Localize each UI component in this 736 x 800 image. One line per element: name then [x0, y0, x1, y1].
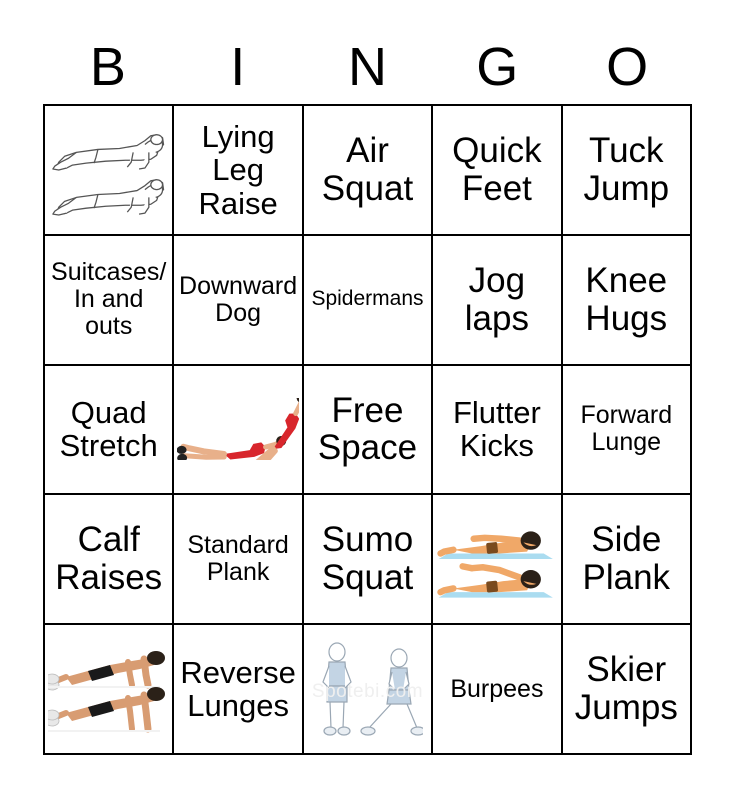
- header-letter-i: I: [230, 37, 246, 97]
- bingo-cell-jog-laps[interactable]: Jog laps: [433, 235, 563, 366]
- bingo-cell-label: Skier Jumps: [574, 650, 678, 728]
- bingo-cell-label: Quick Feet: [452, 131, 542, 208]
- plank-lineart-image: [47, 108, 170, 232]
- bingo-cell-spidermans[interactable]: Spidermans: [303, 235, 434, 366]
- bingo-cell-label: Forward Lunge: [580, 401, 673, 457]
- side-lunge-lineart-image: [306, 627, 429, 751]
- bingo-cell-label: Lying Leg Raise: [198, 118, 278, 221]
- bingo-cell-free-space[interactable]: Free Space: [303, 365, 434, 496]
- bingo-cell-label: Calf Raises: [55, 520, 163, 598]
- bingo-cell-label: Flutter Kicks: [452, 395, 541, 464]
- bingo-cell-label: Knee Hugs: [585, 260, 668, 338]
- header-letter-b: B: [89, 37, 126, 97]
- bingo-cell-quad-stretch[interactable]: Quad Stretch: [45, 365, 175, 496]
- bingo-cell-label: Tuck Jump: [583, 131, 670, 208]
- bingo-cell-tuck-jump[interactable]: Tuck Jump: [562, 106, 692, 236]
- pushup-photo: [47, 627, 170, 751]
- bingo-cell-air-squat[interactable]: Air Squat: [303, 106, 434, 236]
- bingo-cell-side-plank[interactable]: Side Plank: [562, 495, 692, 626]
- bingo-cell-suitcases-in-and-outs[interactable]: Suitcases/ In and outs: [45, 235, 175, 366]
- bingo-cell-label: Free Space: [317, 390, 418, 468]
- bingo-cell-label: Side Plank: [582, 520, 671, 598]
- bingo-cell-forward-lunge[interactable]: Forward Lunge: [562, 365, 692, 496]
- bingo-header: B I N G O: [43, 36, 692, 98]
- bingo-cell-plank-lineart-image[interactable]: [45, 106, 175, 236]
- header-letter-n: N: [347, 37, 387, 97]
- bingo-cell-knee-hugs[interactable]: Knee Hugs: [562, 235, 692, 366]
- bingo-cell-lying-leg-raise[interactable]: Lying Leg Raise: [174, 106, 304, 236]
- bingo-cell-burpees[interactable]: Burpees: [433, 625, 563, 755]
- bingo-cell-label: Sumo Squat: [321, 520, 414, 598]
- bingo-cell-reverse-lunges[interactable]: Reverse Lunges: [174, 625, 304, 755]
- bingo-cell-downward-dog[interactable]: Downward Dog: [174, 235, 304, 366]
- bingo-cell-label: Spidermans: [311, 287, 424, 311]
- leg-raise-photo: [176, 368, 300, 492]
- bingo-cell-flutter-kicks[interactable]: Flutter Kicks: [433, 365, 563, 496]
- header-letter-g: G: [476, 37, 519, 97]
- bingo-cell-label: Quad Stretch: [59, 395, 158, 464]
- bingo-cell-superman-cartoon-image[interactable]: [433, 495, 563, 626]
- bingo-cell-leg-raise-photo[interactable]: [174, 365, 304, 496]
- bingo-cell-label: Standard Plank: [187, 531, 289, 587]
- bingo-cell-side-lunge-lineart-image[interactable]: Spotebi.com: [303, 625, 434, 755]
- bingo-cell-standard-plank[interactable]: Standard Plank: [174, 495, 304, 626]
- bingo-cell-quick-feet[interactable]: Quick Feet: [433, 106, 563, 236]
- bingo-cell-skier-jumps[interactable]: Skier Jumps: [562, 625, 692, 755]
- bingo-cell-label: Burpees: [450, 674, 544, 703]
- superman-cartoon-image: [435, 497, 558, 621]
- header-letter-o: O: [606, 37, 649, 97]
- bingo-cell-label: Reverse Lunges: [180, 654, 296, 724]
- bingo-cell-label: Downward Dog: [179, 271, 298, 327]
- bingo-grid: Lying Leg Raise Air Squat Quick Feet Tuck J…: [43, 104, 692, 755]
- bingo-cell-pushup-photo[interactable]: [45, 625, 175, 755]
- bingo-cell-label: Air Squat: [321, 131, 414, 208]
- bingo-cell-label: Suitcases/ In and outs: [51, 258, 167, 341]
- bingo-cell-label: Jog laps: [464, 260, 529, 338]
- bingo-cell-sumo-squat[interactable]: Sumo Squat: [303, 495, 434, 626]
- bingo-cell-calf-raises[interactable]: Calf Raises: [45, 495, 175, 626]
